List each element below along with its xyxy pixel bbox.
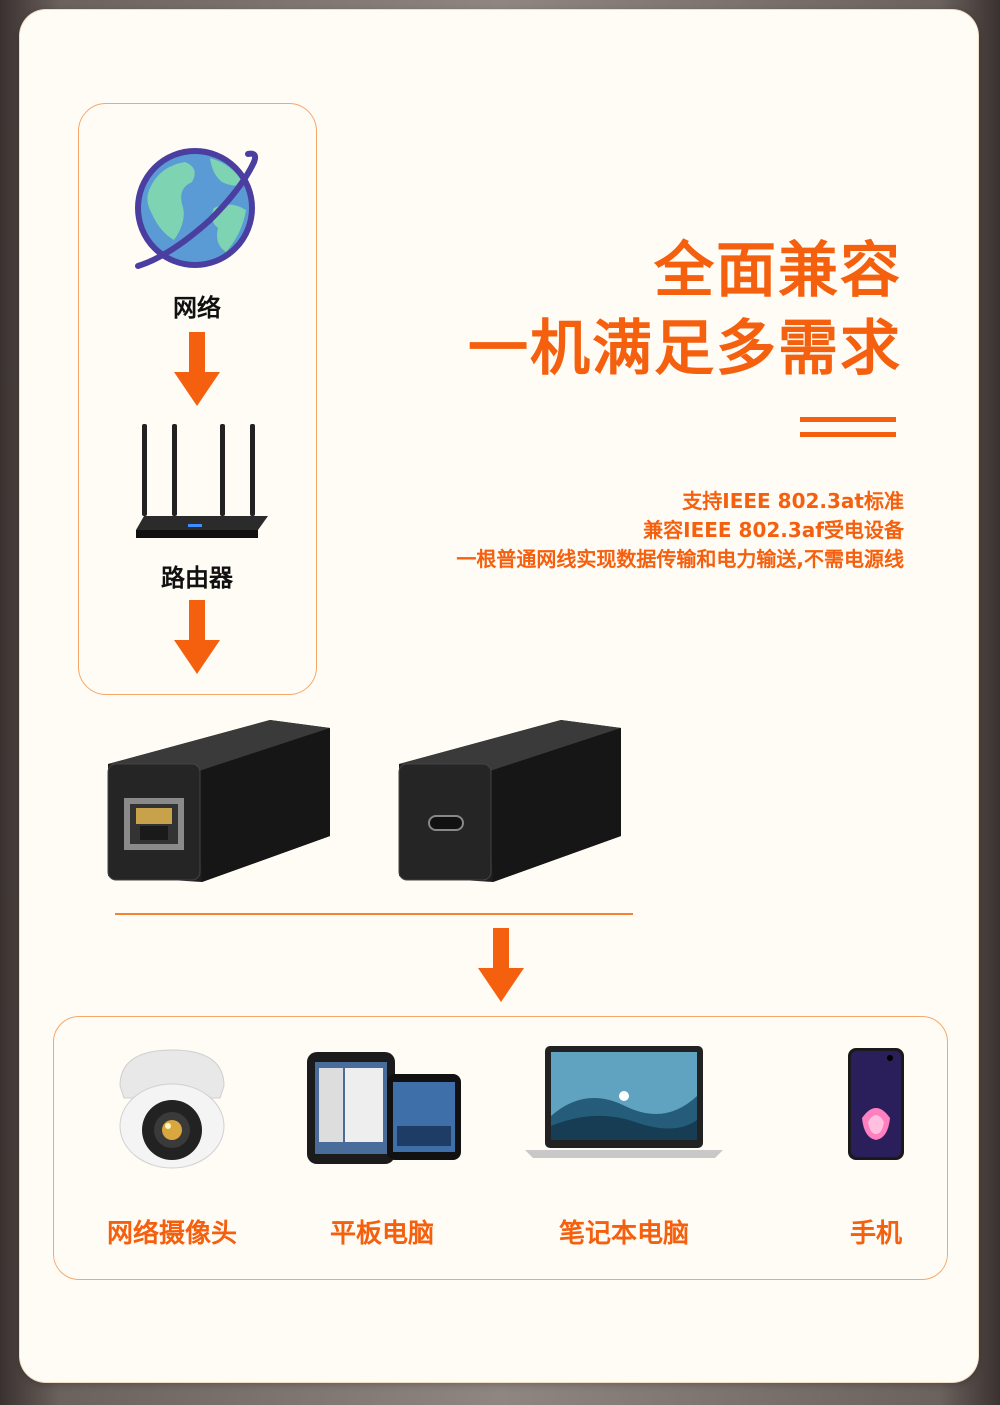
device-label-tablet: 平板电脑 [329,1219,434,1249]
description-line3: 一根普通网线实现数据传输和电力输送,不需电源线 [456,547,904,571]
device-label-ip-camera: 网络摄像头 [106,1219,237,1249]
laptop-icon [525,1046,723,1158]
router-icon [136,424,268,538]
divider-line [115,913,633,915]
network-flow-panel [78,103,317,695]
description-line1: 支持IEEE 802.3at标准 [682,489,904,513]
tablet-icon [307,1052,461,1164]
router-label: 路由器 [161,564,233,592]
down-arrow-icon [478,928,524,1002]
device-label-laptop: 笔记本电脑 [558,1219,689,1249]
decorative-double-line [800,417,896,437]
headline-line1: 全面兼容 [654,236,902,306]
down-arrow-icon [174,600,220,674]
poe-adapter-rj45-end [107,720,330,882]
down-arrow-icon [174,332,220,406]
description-line2: 兼容IEEE 802.3af受电设备 [643,518,904,542]
headline-line2: 一机满足多需求 [468,314,902,384]
poe-adapter-usb-c-end [398,720,621,882]
globe-icon [135,148,259,269]
ip-camera-icon [119,1049,225,1169]
device-label-phone: 手机 [849,1219,902,1249]
phone-icon [848,1048,904,1160]
network-label: 网络 [173,294,221,322]
compatible-devices-panel [53,1016,948,1280]
